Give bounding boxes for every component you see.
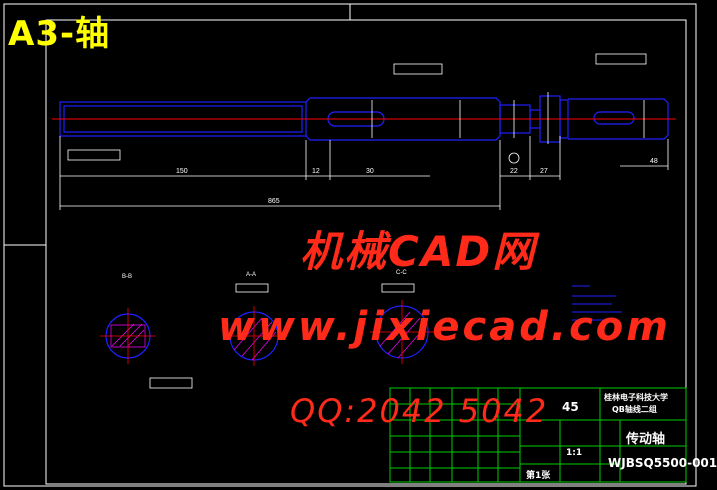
dim-150: 150 [176, 168, 188, 175]
drawing-title: A3-轴 [8, 14, 111, 54]
title-scale: 1:1 [566, 448, 583, 458]
section-label-cc: C-C [396, 270, 407, 276]
dim-30: 30 [366, 168, 374, 175]
title-part-name: 传动轴 [626, 432, 666, 447]
title-block-grid [389, 387, 687, 483]
section-label-bb: B-B [122, 274, 132, 280]
watermark-site: 机械CAD网 [300, 227, 537, 276]
title-material: 45 [562, 400, 579, 414]
technical-notes [572, 285, 622, 321]
section-view-cc [370, 300, 434, 364]
dim-22: 22 [510, 168, 518, 175]
watermark-url: www.jixiecad.com [218, 304, 671, 350]
sheet-border [3, 3, 697, 487]
dim-27: 27 [540, 168, 548, 175]
dim-865: 865 [268, 198, 280, 205]
tolerance-frames [67, 53, 647, 389]
title-drawing-no: WJBSQ5500-001 [608, 456, 717, 470]
section-label-aa: A-A [246, 272, 256, 278]
dim-48: 48 [650, 158, 658, 165]
section-view-aa [224, 306, 284, 366]
title-school: 桂林电子科技大学 [604, 393, 668, 402]
dimension-lines [59, 92, 669, 210]
watermark-qq: QQ:2042 5042 [290, 392, 549, 430]
cad-drawing-canvas: 150 12 30 865 22 27 48 B-B A-A C-C [3, 3, 697, 487]
title-page: 第1张 [526, 471, 551, 481]
dim-12: 12 [312, 168, 320, 175]
section-view-bb [100, 308, 156, 364]
title-project: QB轴线二组 [612, 405, 657, 414]
